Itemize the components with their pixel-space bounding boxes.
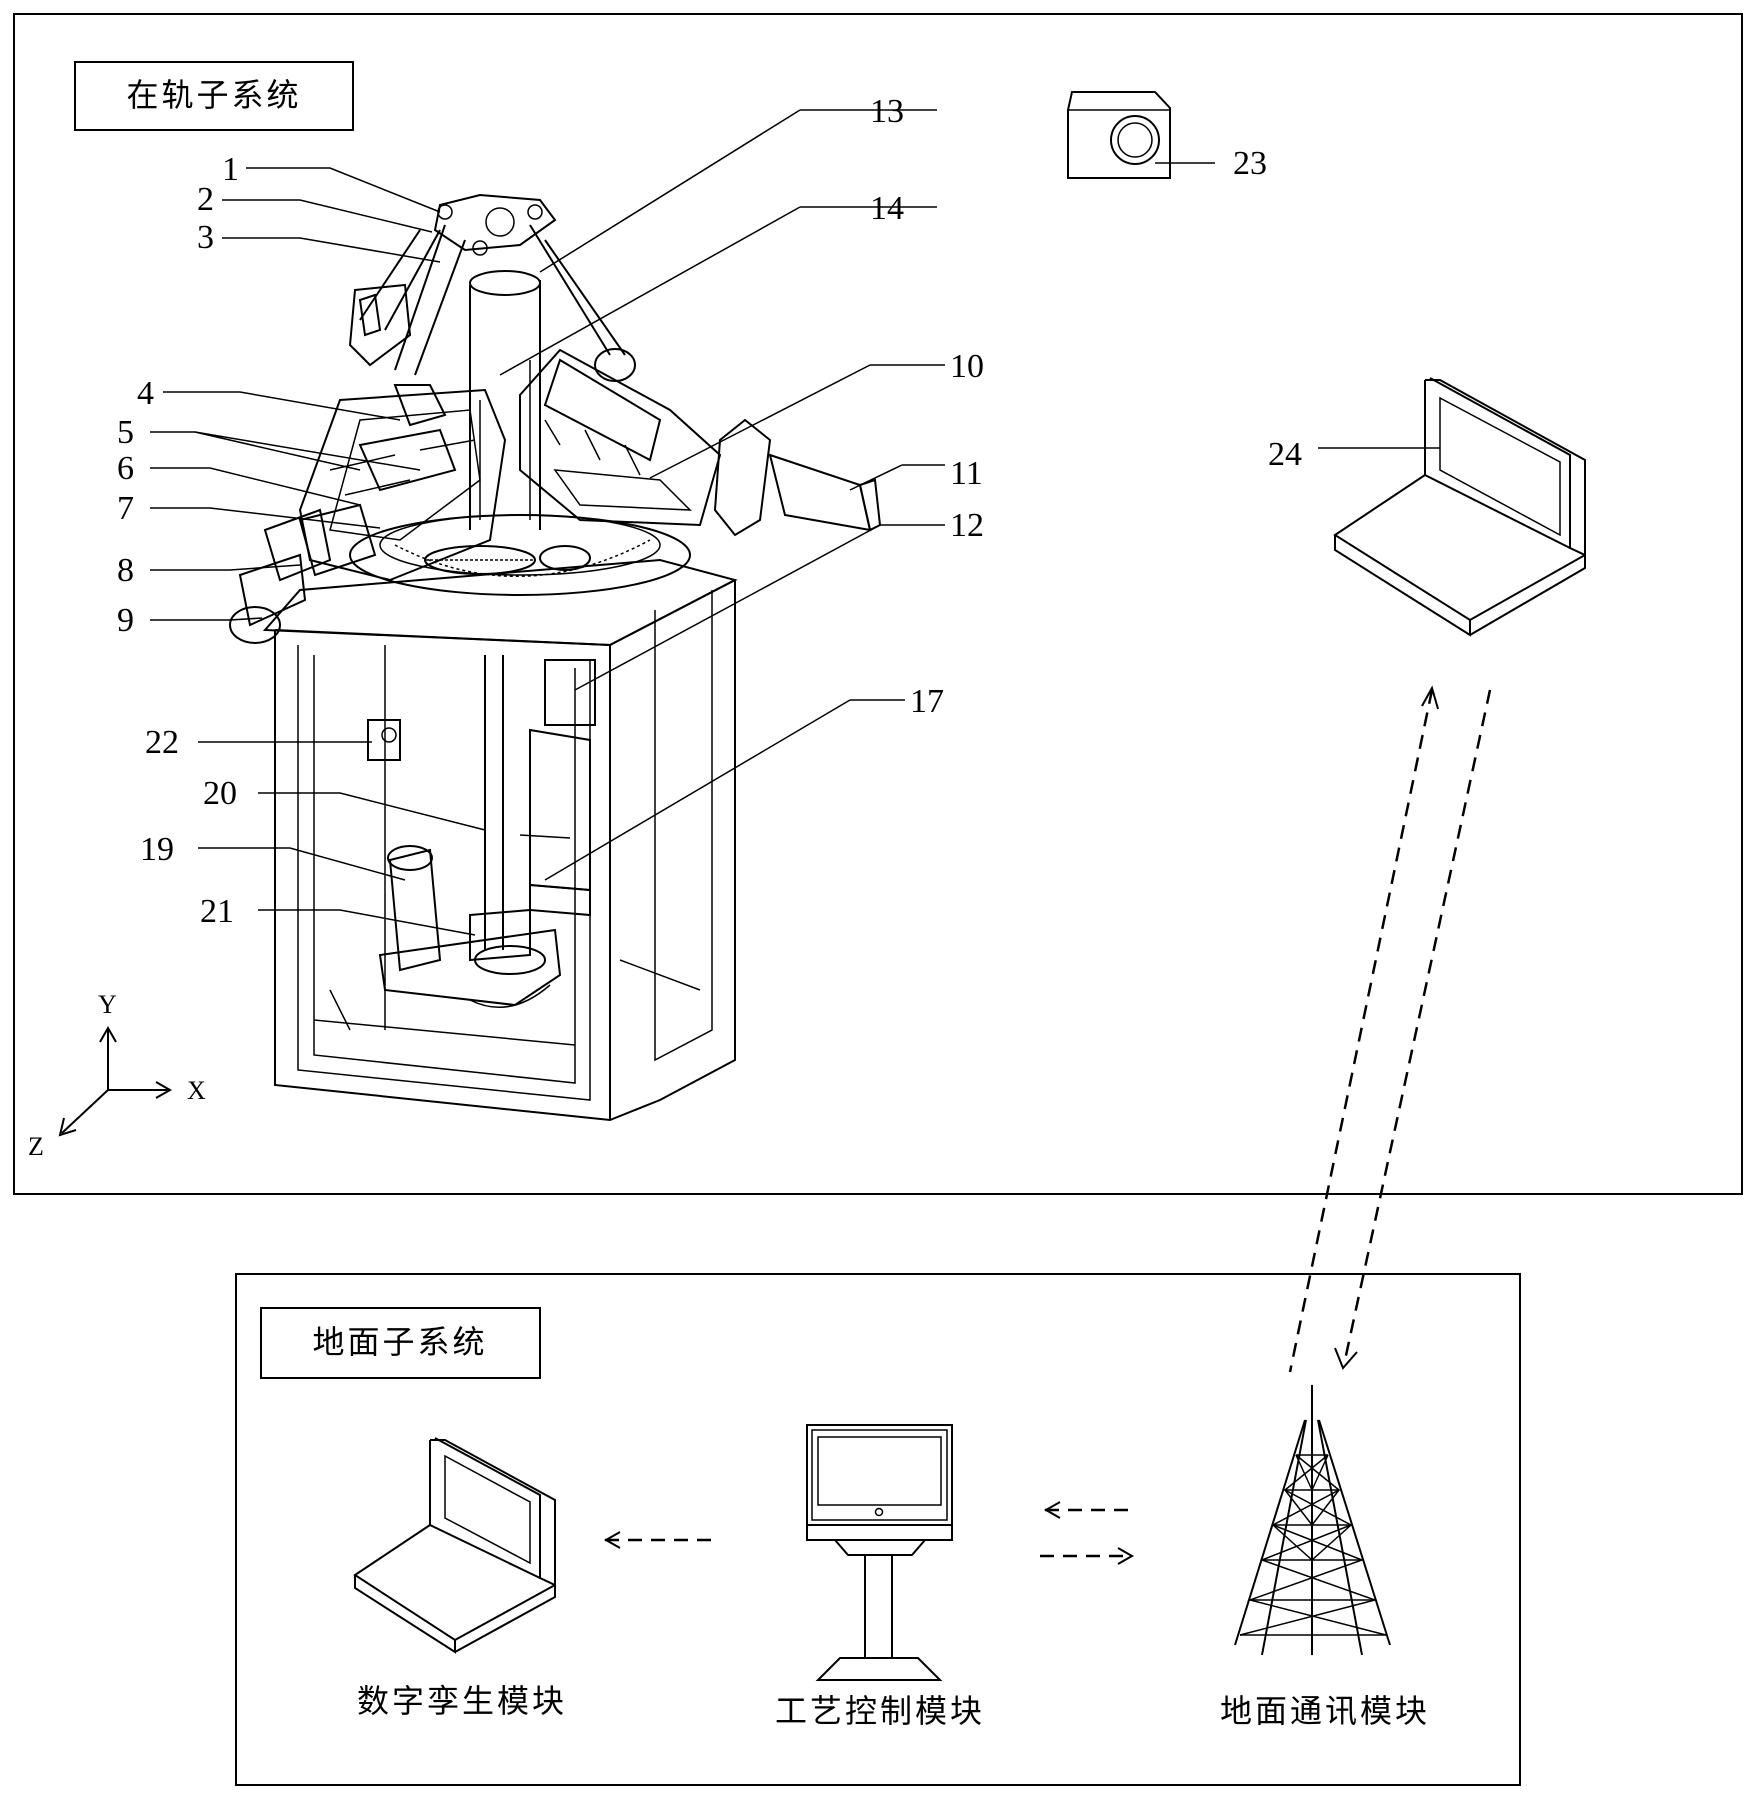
label-19: 19 bbox=[140, 831, 174, 868]
label-11: 11 bbox=[950, 455, 983, 492]
gear-set bbox=[424, 545, 591, 575]
process-control-module-label: 工艺控制模块 bbox=[775, 1692, 985, 1730]
module-arrows bbox=[603, 1501, 1135, 1565]
strut-left bbox=[394, 224, 466, 376]
orbit-subsystem-frame bbox=[13, 13, 1743, 1195]
label-21: 21 bbox=[200, 893, 234, 930]
manufacturing-robot-drawing bbox=[229, 193, 882, 1122]
label-3: 3 bbox=[197, 219, 214, 256]
ground-comm-module-label: 地面通讯模块 bbox=[1220, 1692, 1430, 1730]
label-5: 5 bbox=[117, 414, 134, 451]
label-20: 20 bbox=[203, 775, 237, 812]
wireless-link bbox=[1288, 685, 1492, 1373]
sensor-22 bbox=[367, 719, 401, 761]
label-12: 12 bbox=[950, 507, 984, 544]
orbit-laptop-icon bbox=[1333, 377, 1586, 637]
label-4: 4 bbox=[137, 375, 154, 412]
strut-right bbox=[529, 224, 626, 356]
orbit-subsystem-title: 在轨子系统 bbox=[126, 76, 301, 114]
label-17: 17 bbox=[910, 683, 944, 720]
lower-drive-assembly bbox=[378, 845, 562, 1008]
label-14: 14 bbox=[870, 190, 904, 227]
ground-comm-tower-icon bbox=[1234, 1385, 1391, 1656]
label-13: 13 bbox=[870, 93, 904, 130]
label-22: 22 bbox=[145, 724, 179, 761]
coordinate-axes: Y X Z bbox=[28, 990, 206, 1161]
strut-back bbox=[359, 229, 441, 331]
left-arm-assembly bbox=[229, 384, 507, 644]
label-9: 9 bbox=[117, 602, 134, 639]
label-24: 24 bbox=[1268, 436, 1302, 473]
label-8: 8 bbox=[117, 552, 134, 589]
ground-subsystem-title-box bbox=[260, 1307, 541, 1379]
axis-z-label: Z bbox=[28, 1132, 44, 1161]
orbit-subsystem-title-box bbox=[74, 61, 354, 131]
top-hub bbox=[433, 193, 557, 252]
digital-twin-module-label: 数字孪生模块 bbox=[357, 1682, 567, 1720]
label-23: 23 bbox=[1233, 145, 1267, 182]
digital-twin-laptop-icon bbox=[353, 1437, 556, 1654]
central-column bbox=[469, 280, 541, 530]
top-plate bbox=[262, 558, 738, 647]
axis-y-label: Y bbox=[98, 990, 117, 1019]
label-1: 1 bbox=[222, 151, 239, 188]
right-arm-assembly bbox=[519, 348, 882, 537]
back-arm-assembly bbox=[348, 283, 412, 367]
support-frame bbox=[274, 579, 736, 1122]
label-2: 2 bbox=[197, 181, 214, 218]
process-control-terminal-icon bbox=[806, 1424, 953, 1681]
axis-x-label: X bbox=[187, 1076, 206, 1105]
label-6: 6 bbox=[117, 450, 134, 487]
part-labels: 1 2 3 4 5 6 7 8 9 13 14 10 11 12 17 22 2… bbox=[117, 93, 1440, 936]
ground-subsystem-frame bbox=[235, 1273, 1521, 1786]
lead-screw-assembly bbox=[484, 655, 596, 950]
ground-subsystem-title: 地面子系统 bbox=[312, 1323, 487, 1361]
camera-icon bbox=[1067, 91, 1171, 179]
label-10: 10 bbox=[950, 348, 984, 385]
label-7: 7 bbox=[117, 490, 134, 527]
rotary-ring bbox=[349, 514, 691, 596]
